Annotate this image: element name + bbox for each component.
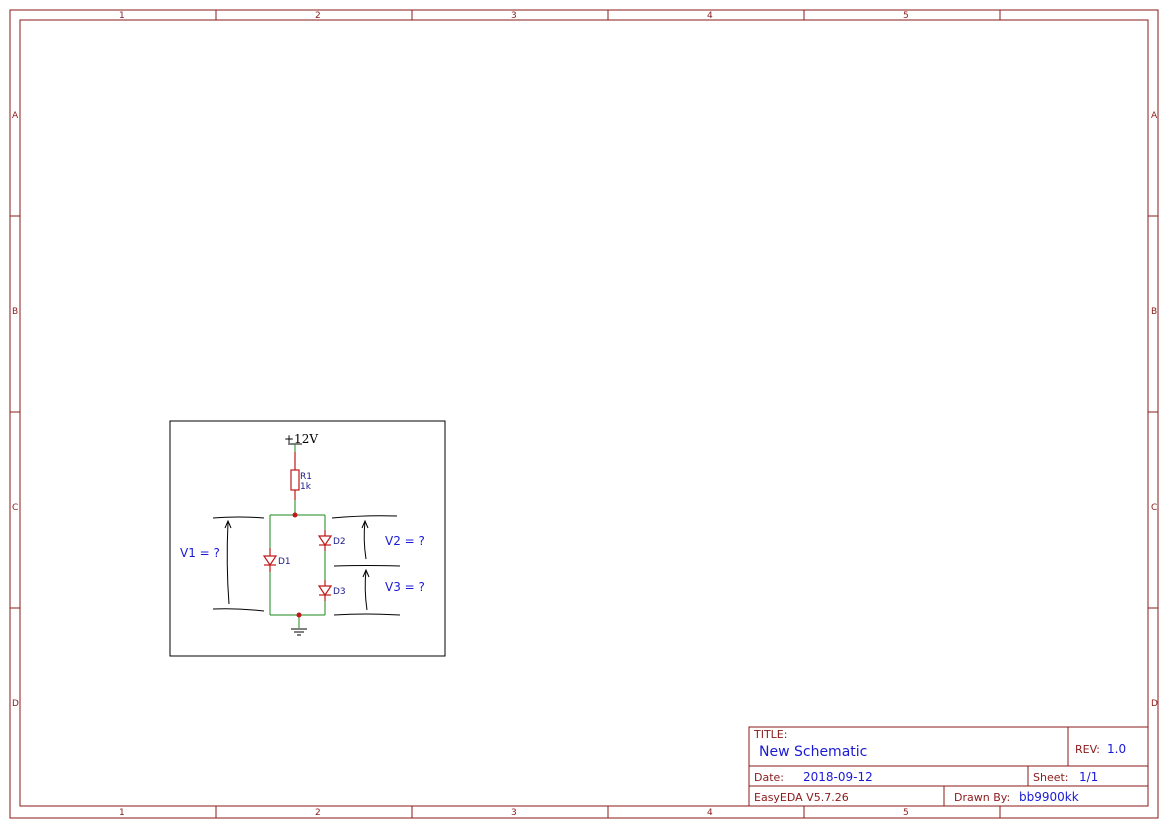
column-labels-bottom: 1 2 3 4 5 [119, 808, 909, 818]
zone-col-2: 2 [315, 11, 321, 21]
circuit-box [169, 420, 446, 657]
zone-row-a: A [12, 111, 19, 121]
annotation-v1: V1 = ? [180, 546, 220, 560]
column-labels-top: 1 2 3 4 5 [119, 11, 909, 21]
diode-d1-ref: D1 [278, 557, 291, 567]
zone-col-2-bottom: 2 [315, 808, 321, 818]
rev-label: REV: [1075, 743, 1100, 756]
junction-bottom [296, 612, 302, 618]
column-dividers [215, 10, 1001, 818]
diode-d2-ref: D2 [333, 537, 346, 547]
zone-col-5: 5 [903, 11, 909, 21]
zone-row-c: C [12, 503, 18, 513]
software-version: EasyEDA V5.7.26 [754, 791, 849, 804]
zone-col-5-bottom: 5 [903, 808, 909, 818]
resistor-r1: R1 1k [290, 452, 312, 500]
power-label: +12V [284, 432, 318, 446]
resistor-ref: R1 [300, 472, 312, 482]
junction-top [292, 512, 298, 518]
ground-symbol [291, 628, 307, 636]
annotation-v2: V2 = ? [385, 534, 425, 548]
sheet-label: Sheet: [1033, 771, 1069, 784]
drawn-by-label: Drawn By: [954, 791, 1010, 804]
zone-col-1-bottom: 1 [119, 808, 125, 818]
rev-value: 1.0 [1107, 742, 1126, 756]
outer-frame [9, 9, 1159, 819]
zone-col-4-bottom: 4 [707, 808, 713, 818]
zone-col-4: 4 [707, 11, 713, 21]
title-label: TITLE: [753, 728, 787, 741]
zone-col-3-bottom: 3 [511, 808, 517, 818]
title-block: TITLE: New Schematic REV: 1.0 Date: 2018… [748, 726, 1149, 807]
zone-col-3: 3 [511, 11, 517, 21]
schematic-title: New Schematic [759, 744, 867, 760]
zone-row-d: D [12, 699, 19, 709]
diode-d3-ref: D3 [333, 587, 346, 597]
zone-row-b: B [12, 307, 18, 317]
row-labels-right: A B C D [1151, 111, 1158, 709]
sheet-value: 1/1 [1079, 770, 1098, 784]
resistor-value: 1k [300, 482, 312, 492]
zone-col-1: 1 [119, 11, 125, 21]
drawn-by-value: bb9900kk [1019, 790, 1079, 804]
diode-d3: D3 [317, 580, 346, 601]
inner-frame [19, 19, 1149, 807]
measurement-markings [212, 515, 401, 616]
date-label: Date: [754, 771, 784, 784]
zone-row-a-right: A [1151, 111, 1158, 121]
diode-d1: D1 [262, 548, 291, 572]
zone-row-b-right: B [1151, 307, 1157, 317]
zone-row-d-right: D [1151, 699, 1158, 709]
power-symbol: +12V [284, 432, 318, 452]
annotation-v3: V3 = ? [385, 580, 425, 594]
diode-d2: D2 [317, 530, 346, 551]
row-labels-left: A B C D [12, 111, 19, 709]
date-value: 2018-09-12 [803, 770, 873, 784]
row-dividers [10, 215, 1158, 609]
zone-row-c-right: C [1151, 503, 1157, 513]
